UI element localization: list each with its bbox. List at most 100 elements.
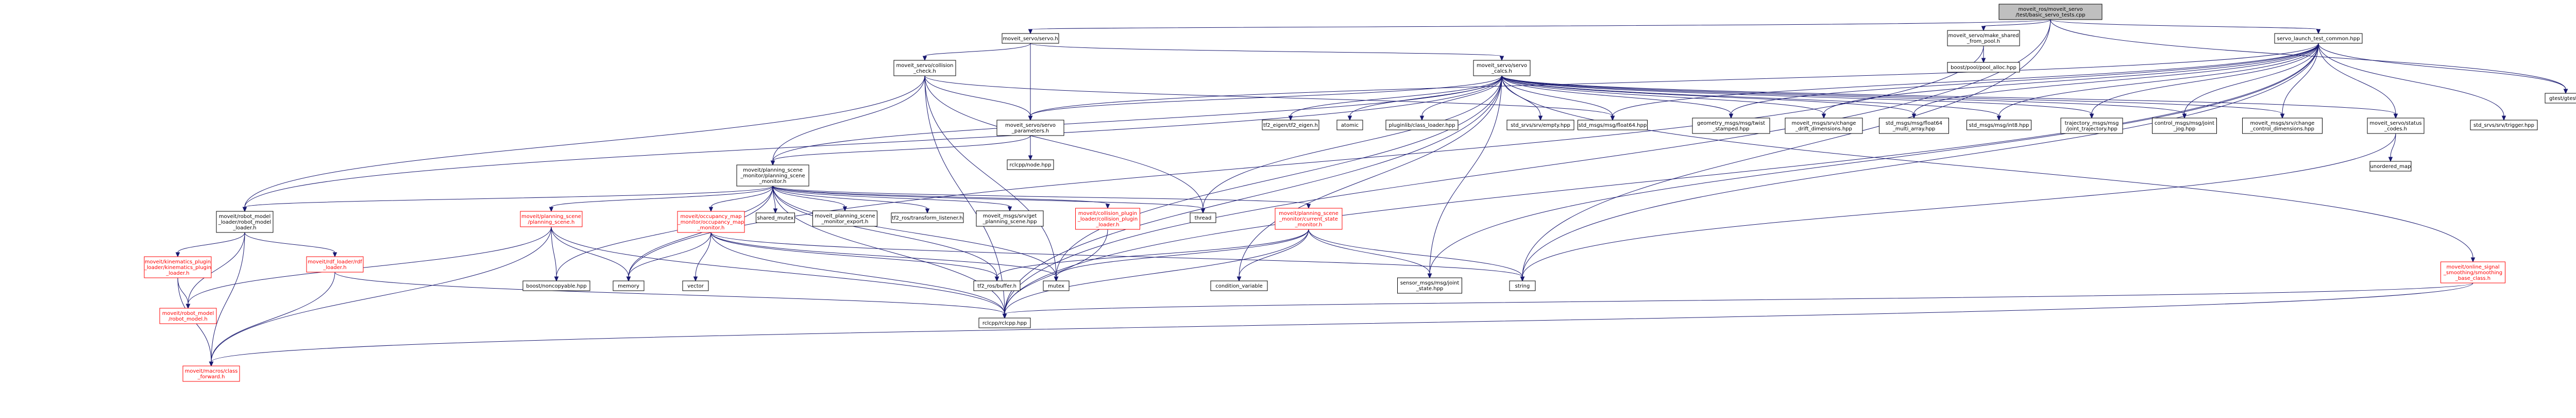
edge-line (772, 186, 1005, 314)
node-servo-h[interactable]: moveit_servo/servo.h (1002, 33, 1059, 44)
node-rclcpp-node[interactable]: rclcpp/node.hpp (1007, 159, 1054, 170)
edge-arrowhead (1911, 113, 1917, 119)
node-launch-common[interactable]: servo_launch_test_common.hpp (2274, 33, 2363, 44)
node-float64-multi[interactable]: std_msgs/msg/float64_multi_array.hpp (1879, 118, 1949, 134)
node-twist-stamped[interactable]: geometry_msgs/msg/twist_stamped.hpp (1692, 118, 1770, 134)
edge-line (211, 282, 2473, 362)
edge-arrowhead (2470, 257, 2476, 263)
node-tf2-listener[interactable]: tf2_ros/transform_listener.h (891, 212, 964, 223)
node-float64[interactable]: std_msgs/msg/float64.hpp (1578, 120, 1648, 130)
edge-collision-check-to-servo-params (924, 75, 1033, 121)
node-get-ps[interactable]: moveit_msgs/srv/get_planning_scene.hpp (976, 210, 1044, 227)
node-mutex[interactable]: mutex (1043, 280, 1070, 291)
edge-psm-to-thread (772, 186, 1206, 214)
node-shared-mutex[interactable]: shared_mutex (756, 212, 795, 223)
edge-robot-model-loader-to-kin-loader (175, 232, 245, 258)
edge-launch-common-to-trigger (2318, 43, 2506, 121)
node-label: _check.h (913, 69, 936, 74)
node-label: _parameters.h (1011, 128, 1049, 134)
node-box (736, 164, 809, 187)
node-make-shared[interactable]: moveit_servo/make_shared_from_pool.h (1947, 30, 2020, 46)
edge-arrowhead (2316, 29, 2321, 35)
node-noncopyable[interactable]: boost/noncopyable.hpp (522, 280, 590, 291)
node-collision-plugin[interactable]: moveit/collision_plugin_loader/collision… (1075, 208, 1140, 230)
node-unordered-map[interactable]: unordered_map (2369, 161, 2412, 172)
node-condition-variable[interactable]: condition_variable (1210, 280, 1268, 291)
edge-arrowhead (1499, 56, 1504, 61)
node-gtest[interactable]: gtest/gtest.h (2545, 93, 2576, 104)
edge-arrowhead (693, 276, 698, 282)
node-change-control[interactable]: moveit_msgs/srv/change_control_dimension… (2242, 118, 2323, 134)
edge-arrowhead (626, 276, 631, 282)
edge-collision-plugin-to-rclcpp (1002, 229, 1108, 319)
node-label: _monitor.h (1295, 222, 1323, 228)
edge-launch-common-to-twist-stamped (1728, 43, 2319, 119)
node-box (812, 210, 877, 227)
node-servo-calcs[interactable]: moveit_servo/servo_calcs.h (1473, 60, 1531, 76)
node-label: condition_variable (1215, 283, 1263, 289)
edge-servo-calcs-to-sensor-js (1427, 75, 1502, 279)
edge-arrowhead (925, 208, 930, 214)
node-trigger[interactable]: std_srvs/srv/trigger.hpp (2470, 120, 2538, 130)
node-smoothing[interactable]: moveit/online_signal_smoothing/smoothing… (2441, 261, 2505, 283)
node-box (2060, 118, 2123, 134)
node-pool-alloc[interactable]: boost/pool/pool_alloc.hpp (1947, 62, 2020, 73)
node-ps-h[interactable]: moveit/planning_scene/planning_scene.h (520, 211, 583, 227)
edge-arrowhead (1105, 204, 1110, 209)
node-thread[interactable]: thread (1190, 212, 1216, 223)
node-label: /planning_scene.h (528, 220, 575, 225)
node-label: boost/noncopyable.hpp (526, 283, 586, 289)
node-string[interactable]: string (1509, 280, 1536, 291)
edge-arrowhead (242, 207, 247, 212)
edge-line (551, 226, 1005, 314)
node-psm-export[interactable]: moveit_planning_scene_monitor_export.h (812, 210, 877, 227)
edge-line (244, 75, 925, 208)
node-joint-jog[interactable]: control_msgs/msg/joint_jog.hpp (2152, 118, 2217, 134)
node-atomic[interactable]: atomic (1336, 120, 1363, 130)
node-change-drift[interactable]: moveit_msgs/srv/change_drift_dimensions.… (1785, 118, 1863, 134)
node-kin-loader[interactable]: moveit/kinematics_plugin_loader/kinemati… (144, 256, 212, 278)
node-label: _loader/kinematics_plugin (144, 265, 211, 271)
node-joint-traj[interactable]: trajectory_msgs/msg/joint_trajectory.hpp (2060, 118, 2123, 134)
node-rdf-loader[interactable]: moveit/rdf_loader/rdf_loader.h (306, 256, 364, 273)
node-pluginlib[interactable]: pluginlib/class_loader.hpp (1385, 120, 1459, 130)
node-memory[interactable]: memory (613, 280, 645, 291)
edge-line (1501, 75, 2283, 114)
edge-arrowhead (185, 304, 191, 309)
edge-smoothing-to-rclcpp (1002, 282, 2473, 319)
node-csm[interactable]: moveit/planning_scene_monitor/current_st… (1275, 208, 1343, 230)
node-box (756, 212, 795, 223)
node-std-srvs-empty[interactable]: std_srvs/srv/empty.hpp (1506, 120, 1574, 130)
edge-arrowhead (1419, 115, 1425, 121)
edge-line (924, 43, 1031, 57)
edge-line (1004, 75, 1502, 314)
edge-psm-to-ps-h (549, 186, 773, 212)
node-tf2-eigen[interactable]: tf2_eigen/tf2_eigen.h (1262, 120, 1319, 130)
node-rclcpp[interactable]: rclcpp/rclcpp.hpp (978, 317, 1031, 328)
node-int8[interactable]: std_msgs/msg/int8.hpp (1967, 120, 2031, 130)
node-robot-model-h[interactable]: moveit/robot_model/robot_model.h (159, 308, 217, 324)
node-status-codes[interactable]: moveit_servo/status_codes.h (2367, 118, 2425, 134)
edge-line (1421, 75, 1502, 116)
node-vector[interactable]: vector (682, 280, 709, 291)
edge-line (772, 186, 1057, 277)
node-root[interactable]: moveit_ros/moveit_servo/test/basic_servo… (1998, 4, 2103, 20)
node-tf2-buffer[interactable]: tf2_ros/buffer.h (973, 280, 1021, 291)
node-label: moveit_servo/servo (1477, 63, 1527, 69)
edge-line (1004, 229, 1108, 314)
node-occupancy-monitor[interactable]: moveit/occupancy_map_monitor/occupancy_m… (677, 211, 745, 233)
edge-line (211, 232, 245, 362)
node-sensor-js[interactable]: sensor_msgs/msg/joint_state.hpp (1397, 277, 1462, 294)
node-label: _forward.h (197, 374, 225, 380)
node-class-forward[interactable]: moveit/macros/class_forward.h (182, 365, 240, 382)
edge-line (710, 232, 997, 277)
node-psm[interactable]: moveit/planning_scene_monitor/planning_s… (736, 164, 809, 187)
edge-arrowhead (1427, 273, 1432, 279)
node-servo-params[interactable]: moveit_servo/servo_parameters.h (996, 120, 1064, 136)
node-collision-check[interactable]: moveit_servo/collision_check.h (893, 60, 956, 76)
edge-line (924, 75, 1057, 277)
edge-collision-check-to-robot-model-loader (242, 75, 925, 212)
node-robot-model-loader[interactable]: moveit/robot_model_loader/robot_model_lo… (216, 211, 274, 233)
node-label: _planning_scene.hpp (982, 219, 1037, 225)
node-label: _monitor/occupancy_map (677, 220, 744, 225)
